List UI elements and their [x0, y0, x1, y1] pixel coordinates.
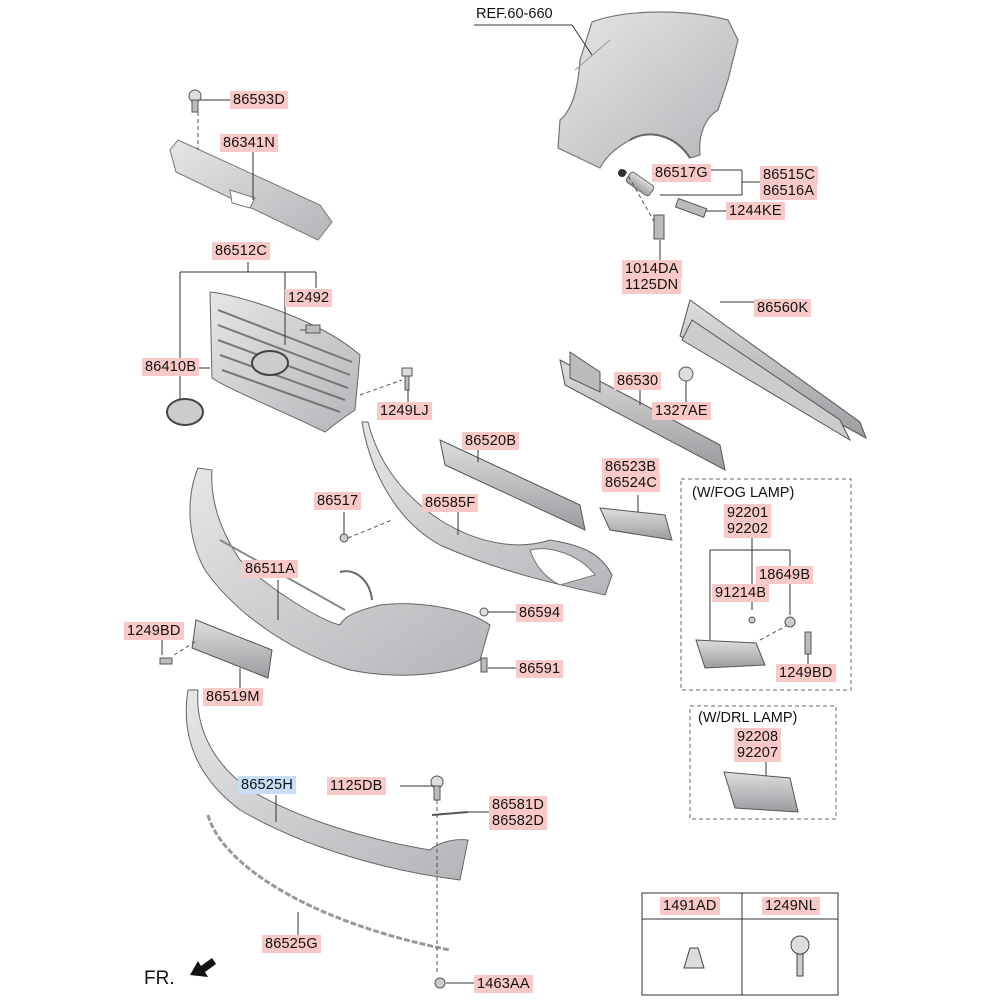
part-label-86581D[interactable]: 86581D: [489, 796, 547, 814]
part-label-86517[interactable]: 86517: [314, 492, 362, 510]
part-label-1244KE[interactable]: 1244KE: [726, 202, 785, 220]
fog-lamp-group-title: (W/FOG LAMP): [692, 485, 795, 501]
side-bracket: [599, 495, 673, 541]
part-label-1463AA[interactable]: 1463AA: [474, 975, 533, 993]
part-label-86515C[interactable]: 86515C: [760, 166, 818, 184]
part-label-1125DN[interactable]: 1125DN: [622, 276, 682, 294]
part-label-1327AE[interactable]: 1327AE: [652, 402, 711, 420]
bumper-beam-part: [439, 299, 867, 531]
part-label-86511A[interactable]: 86511A: [242, 560, 299, 578]
part-label-1249BD[interactable]: 1249BD: [124, 622, 184, 640]
part-label-92207[interactable]: 92207: [734, 744, 782, 762]
front-direction-label: FR.: [144, 968, 175, 989]
part-label-86341N[interactable]: 86341N: [220, 134, 278, 152]
part-label-1014DA[interactable]: 1014DA: [622, 260, 682, 278]
part-label-86594[interactable]: 86594: [516, 604, 564, 622]
part-label-1125DB[interactable]: 1125DB: [327, 777, 386, 795]
drl-lamp-group-box: [689, 705, 837, 820]
fender-part: [557, 11, 739, 169]
part-label-86560K[interactable]: 86560K: [754, 299, 812, 317]
part-label-86593D[interactable]: 86593D: [230, 91, 288, 109]
part-label-12492[interactable]: 12492: [285, 289, 333, 307]
part-label-1249BD-fog[interactable]: 1249BD: [776, 664, 836, 682]
lip-strip: [206, 814, 451, 952]
grille-part: [166, 262, 413, 433]
part-label-18649B[interactable]: 18649B: [756, 566, 814, 584]
part-label-86517G[interactable]: 86517G: [652, 164, 711, 182]
fog-lamp-group-box: [680, 478, 852, 691]
reference-label: REF.60-660: [476, 6, 553, 22]
part-label-86582D[interactable]: 86582D: [489, 812, 547, 830]
upper-cover-part: [169, 89, 333, 241]
part-label-86525H[interactable]: 86525H: [238, 776, 296, 794]
legend-header-1491AD[interactable]: 1491AD: [660, 897, 720, 915]
part-label-1249LJ[interactable]: 1249LJ: [377, 402, 432, 420]
part-label-86530[interactable]: 86530: [614, 372, 662, 390]
part-label-86525G[interactable]: 86525G: [262, 935, 321, 953]
part-label-92208[interactable]: 92208: [734, 728, 782, 746]
lower-fasteners: [400, 775, 490, 989]
part-label-91214B[interactable]: 91214B: [712, 584, 770, 602]
drl-lamp-group-title: (W/DRL LAMP): [698, 710, 798, 726]
part-label-86519M[interactable]: 86519M: [203, 688, 263, 706]
part-label-92202[interactable]: 92202: [724, 520, 772, 538]
license-bracket: [159, 619, 273, 692]
part-label-86516A[interactable]: 86516A: [760, 182, 818, 200]
part-label-86410B[interactable]: 86410B: [142, 358, 200, 376]
part-label-86512C[interactable]: 86512C: [212, 242, 270, 260]
part-label-86523B[interactable]: 86523B: [602, 458, 660, 476]
part-label-86585F[interactable]: 86585F: [422, 494, 479, 512]
part-label-86591[interactable]: 86591: [516, 660, 564, 678]
front-direction-arrow: [190, 958, 216, 977]
legend-header-1249NL[interactable]: 1249NL: [762, 897, 820, 915]
part-label-86520B[interactable]: 86520B: [462, 432, 520, 450]
fender-bracket: [618, 169, 760, 260]
part-label-92201[interactable]: 92201: [724, 504, 772, 522]
part-label-86524C[interactable]: 86524C: [602, 474, 660, 492]
